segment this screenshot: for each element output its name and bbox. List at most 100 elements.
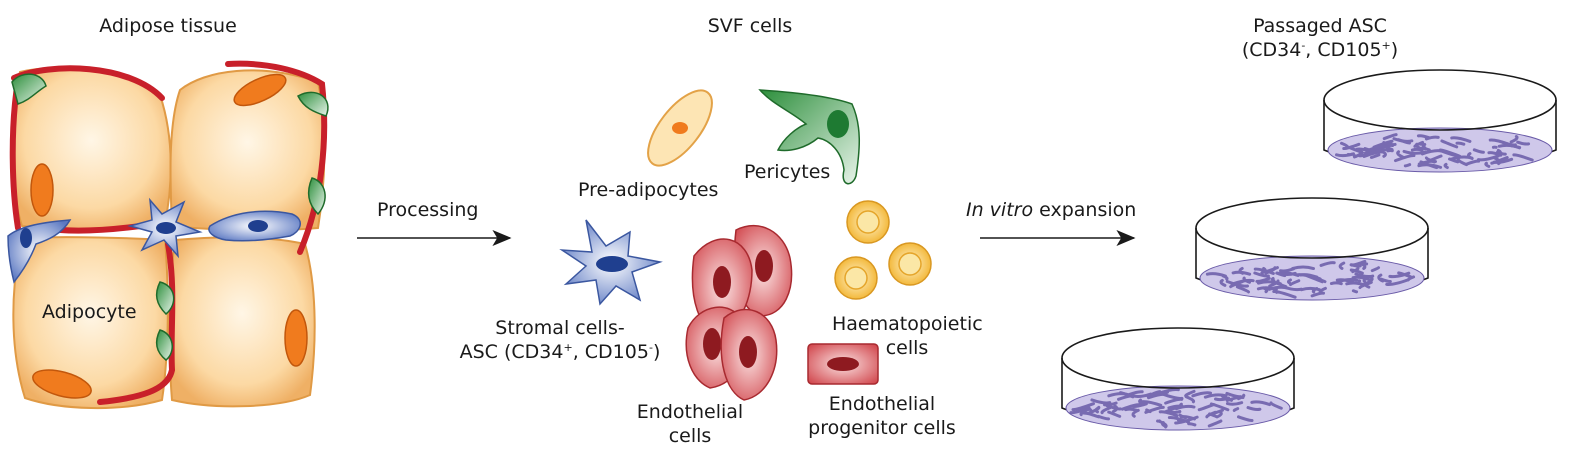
asc-cell-mark xyxy=(1120,403,1142,411)
asc-cell-mark xyxy=(1111,404,1119,413)
asc-cell-mark xyxy=(1493,156,1502,166)
asc-cell-mark xyxy=(1103,401,1118,407)
asc-cell-mark xyxy=(1397,271,1413,279)
culture-dish xyxy=(1061,327,1295,431)
culture-dishes-illustration xyxy=(1061,69,1557,431)
adipocyte-nucleus xyxy=(32,369,92,399)
asc-cell-mark xyxy=(1166,410,1182,414)
endothelial-nucleus xyxy=(755,250,773,282)
asc-cell-mark xyxy=(1338,261,1346,270)
asc-cell-mark xyxy=(1385,278,1410,286)
pericyte-cell xyxy=(297,91,329,117)
pericyte-cell xyxy=(11,73,47,105)
asc-cell-mark xyxy=(1443,162,1449,170)
adipose-tissue-title: Adipose tissue xyxy=(99,15,237,37)
asc-cell-mark xyxy=(1383,144,1394,152)
asc-cell-mark xyxy=(1071,402,1095,412)
asc-cell-mark xyxy=(1351,289,1359,294)
asc-cell-mark xyxy=(1319,261,1336,267)
asc-cell-mark xyxy=(1495,150,1507,156)
asc-cell-mark xyxy=(1214,396,1231,402)
svf-cells-title: SVF cells xyxy=(707,15,793,37)
asc-cell-mark xyxy=(1138,400,1163,407)
pericyte-cell xyxy=(155,281,175,316)
adipocyte-label: Adipocyte xyxy=(42,301,137,323)
endothelial-nucleus xyxy=(703,328,721,360)
asc-cell-mark xyxy=(1512,153,1534,162)
asc-cell-mark xyxy=(1348,146,1364,155)
asc-cell-mark xyxy=(1393,154,1416,163)
asc-cell-mark xyxy=(1255,276,1271,283)
svf-cells-illustration xyxy=(559,89,932,401)
asc-cell-mark xyxy=(1379,277,1392,284)
processing-label: Processing xyxy=(377,199,479,221)
haematopoietic-nucleus xyxy=(844,266,868,290)
asc-cell-mark xyxy=(1236,415,1254,422)
adipocyte-nucleus xyxy=(30,163,54,217)
asc-cell-mark xyxy=(1484,161,1491,168)
asc-cell-mark xyxy=(1310,275,1322,281)
asc-cell-mark xyxy=(1219,278,1227,287)
asc-cell-mark xyxy=(1229,280,1244,289)
haematopoietic-nucleus xyxy=(898,252,922,276)
asc-cell-mark xyxy=(1184,395,1196,404)
stromal-cells-label: Stromal cells- ASC (CD34+, CD105-) xyxy=(450,316,670,364)
asc-cell-mark xyxy=(1495,148,1503,158)
asc-cell-mark xyxy=(1456,157,1468,167)
asc-cell-mark xyxy=(1160,392,1184,400)
asc-cell-mark xyxy=(1146,390,1170,399)
asc-cell-mark xyxy=(1267,285,1290,291)
asc-cell-mark xyxy=(1144,405,1165,414)
asc-cell-mark xyxy=(1420,149,1444,156)
pericyte-nucleus xyxy=(827,110,849,138)
asc-cell-mark xyxy=(1358,280,1373,290)
asc-cell-mark xyxy=(1238,266,1245,275)
asc-cell-mark xyxy=(1291,265,1315,271)
asc-cell-mark xyxy=(1358,149,1379,158)
asc-cell-mark xyxy=(1085,406,1093,415)
asc-cell-mark xyxy=(1329,281,1343,286)
asc-cell-mark xyxy=(1350,263,1362,268)
asc-cell-mark xyxy=(1191,391,1213,398)
in-vitro-expansion-label: In vitro expansion xyxy=(966,199,1137,221)
culture-dish xyxy=(1195,197,1429,301)
asc-cell-mark xyxy=(1235,285,1250,294)
stromal-nucleus xyxy=(596,256,628,272)
asc-cell-mark xyxy=(1126,390,1144,397)
asc-cell-mark xyxy=(1269,401,1283,410)
asc-cell-mark xyxy=(1107,410,1122,418)
capillary-vessel xyxy=(97,241,176,405)
stromal-nucleus xyxy=(248,220,268,232)
asc-cell-mark xyxy=(1440,139,1459,149)
asc-cell-mark xyxy=(1100,406,1112,415)
asc-cell-mark xyxy=(1215,410,1223,419)
asc-cell-mark xyxy=(1179,402,1185,409)
asc-cell-mark xyxy=(1187,422,1197,427)
asc-cell-mark xyxy=(1261,286,1269,294)
asc-cell-mark xyxy=(1225,279,1250,288)
asc-cell-mark xyxy=(1124,407,1140,413)
asc-cell-mark xyxy=(1382,133,1398,141)
pericyte-cell xyxy=(155,329,173,361)
pericytes-label: Pericytes xyxy=(744,161,831,183)
asc-cell-mark xyxy=(1465,159,1481,166)
asc-cell-mark xyxy=(1337,278,1359,283)
endothelial-progenitor-nucleus xyxy=(827,357,859,371)
asc-cell-mark xyxy=(1163,406,1177,414)
endothelial-nucleus xyxy=(739,336,757,368)
asc-cell-mark xyxy=(1272,289,1297,299)
asc-cell-mark xyxy=(1207,419,1223,428)
capillary-vessel xyxy=(11,65,165,101)
adipocyte-cell-top-right xyxy=(169,69,326,232)
asc-cell-mark xyxy=(1203,393,1228,399)
asc-cell-mark xyxy=(1351,275,1372,282)
asc-cell-mark xyxy=(1340,141,1350,149)
culture-dish xyxy=(1323,69,1557,173)
asc-cell-mark xyxy=(1354,272,1375,279)
asc-cell-mark xyxy=(1107,392,1129,398)
asc-cell-mark xyxy=(1490,156,1509,165)
stromal-nucleus xyxy=(20,228,32,248)
asc-cell-mark xyxy=(1270,276,1276,283)
asc-cell-mark xyxy=(1370,266,1381,273)
